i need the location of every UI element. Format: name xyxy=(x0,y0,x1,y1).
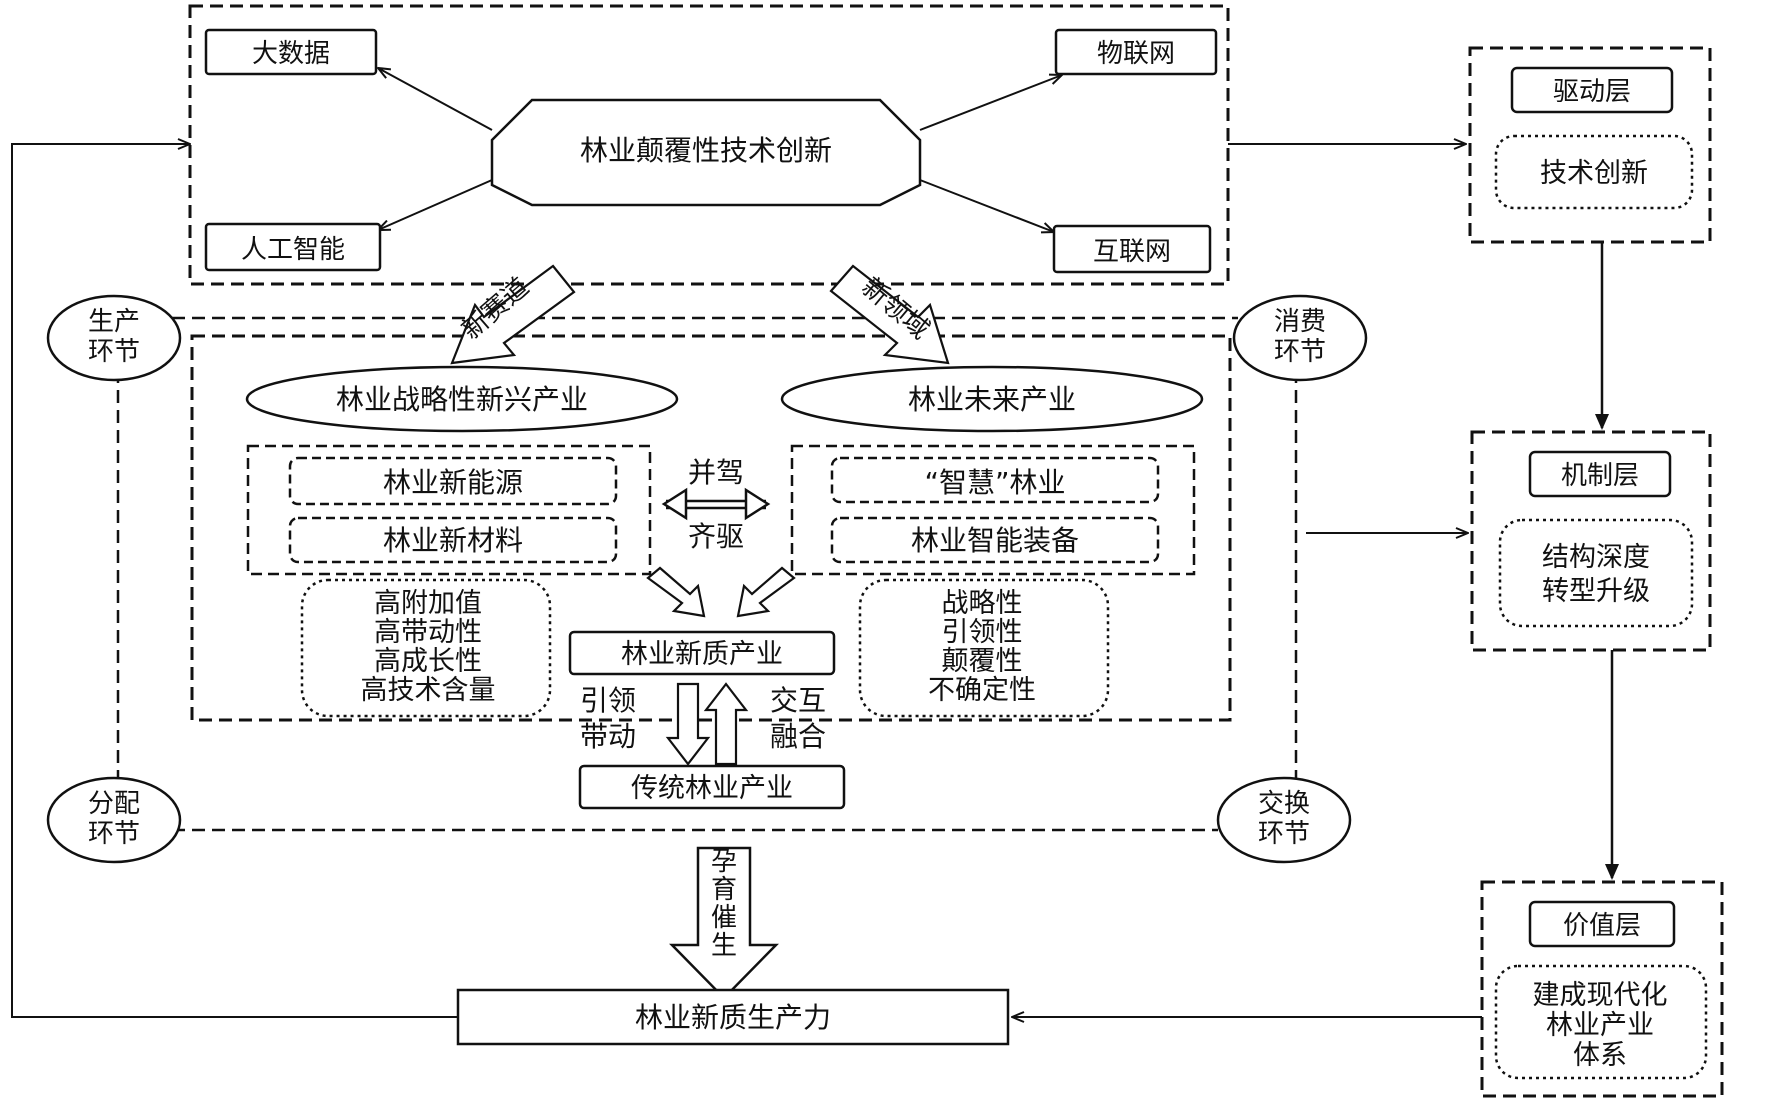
exchange-stage-circle xyxy=(1216,776,1352,864)
future-trait: 颠覆性 xyxy=(942,646,1023,677)
lead-label-a: 引领 xyxy=(580,684,636,717)
strategic-item-box xyxy=(288,456,618,506)
consumption-stage-circle xyxy=(1232,294,1368,382)
strategic-item: 林业新材料 xyxy=(383,524,523,557)
new-track-arrow xyxy=(450,264,576,365)
interact-up-arrow xyxy=(703,682,749,766)
converge-arrow-right xyxy=(736,566,796,618)
future-trait: 不确定性 xyxy=(928,675,1036,706)
incubate-char: 生 xyxy=(711,931,737,961)
value-layer-box xyxy=(1480,880,1724,1098)
driver-layer-title-box xyxy=(1510,66,1674,114)
driver-layer-title: 驱动层 xyxy=(1553,77,1631,107)
future-traits-box xyxy=(858,578,1110,718)
driver-layer-box xyxy=(1468,46,1712,244)
strategic-industry-title: 林业战略性新兴产业 xyxy=(336,383,588,416)
distribution-stage-line: 环节 xyxy=(88,819,140,849)
new-field-arrow xyxy=(829,264,950,365)
future-item-box xyxy=(830,516,1160,564)
future-item: “智慧”林业 xyxy=(924,466,1065,499)
strategic-trait: 高技术含量 xyxy=(361,675,496,706)
strategic-trait: 高带动性 xyxy=(374,617,482,648)
value-layer-line: 建成现代化 xyxy=(1533,980,1668,1011)
production-stage-line: 生产 xyxy=(88,307,140,337)
industry-region xyxy=(190,334,1232,722)
future-items-box xyxy=(790,444,1196,576)
strategic-items-box xyxy=(246,444,652,576)
converge-arrow-left xyxy=(646,566,706,618)
strategic-item: 林业新能源 xyxy=(383,466,523,499)
incubate-arrow xyxy=(669,846,779,1000)
productivity-box xyxy=(456,988,1010,1046)
mechanism-layer-line: 转型升级 xyxy=(1542,576,1650,607)
strategic-industry-ellipse xyxy=(245,365,679,433)
incubate-char: 育 xyxy=(711,875,737,905)
mechanism-layer-line: 结构深度 xyxy=(1542,542,1650,573)
exchange-stage-line: 交换 xyxy=(1258,789,1310,819)
future-item-box xyxy=(830,456,1160,504)
arrow-to-internet xyxy=(919,179,1054,232)
value-layer-line: 林业产业 xyxy=(1546,1010,1654,1041)
mechanism-layer-box xyxy=(1470,430,1712,652)
tech-box-big-data xyxy=(204,28,378,76)
lead-label-b: 带动 xyxy=(580,720,636,753)
future-industry-title: 林业未来产业 xyxy=(908,383,1076,416)
production-stage-line: 环节 xyxy=(88,337,140,367)
parallel-label-top: 并驾 xyxy=(688,456,744,489)
arrow-to-iot xyxy=(919,75,1062,131)
mechanism-layer-title: 机制层 xyxy=(1561,461,1639,491)
production-stage-circle xyxy=(46,294,182,382)
tech-box-iot xyxy=(1054,28,1218,76)
arrow-to-big-data xyxy=(378,68,493,131)
value-layer-title: 价值层 xyxy=(1563,911,1641,941)
tech-internet: 互联网 xyxy=(1093,237,1171,267)
interact-label-b: 融合 xyxy=(770,720,826,753)
value-layer-title-box xyxy=(1528,900,1676,948)
tech-box-ai xyxy=(204,222,382,272)
core-innovation-octagon xyxy=(490,98,922,207)
driver-layer-content-box xyxy=(1494,134,1694,210)
new-quality-industry-box xyxy=(568,630,836,676)
strategic-trait: 高成长性 xyxy=(374,646,482,677)
tech-big-data: 大数据 xyxy=(252,39,330,69)
tech-box-internet xyxy=(1052,224,1212,274)
new-quality-industry: 林业新质产业 xyxy=(621,639,783,670)
feedback-loop-arrow xyxy=(11,144,458,1018)
strategic-trait: 高附加值 xyxy=(374,588,482,619)
traditional-industry-box xyxy=(578,764,846,810)
tech-iot: 物联网 xyxy=(1097,39,1175,69)
driver-layer-line: 技术创新 xyxy=(1540,158,1648,189)
future-trait: 引领性 xyxy=(942,617,1023,648)
value-layer-line: 体系 xyxy=(1573,1040,1627,1071)
value-layer-content-box xyxy=(1494,964,1708,1080)
productivity: 林业新质生产力 xyxy=(635,1001,831,1034)
future-industry-ellipse xyxy=(780,365,1204,433)
strategic-traits-box xyxy=(300,578,552,718)
parallel-arrow-head-right xyxy=(744,487,771,521)
mechanism-layer-content-box xyxy=(1498,518,1694,628)
parallel-label-bottom: 齐驱 xyxy=(688,520,744,553)
strategic-item-box xyxy=(288,516,618,564)
consumption-stage-line: 消费 xyxy=(1274,307,1326,337)
incubate-char: 孕 xyxy=(711,847,737,877)
arrow-to-ai xyxy=(378,179,493,230)
incubate-char: 催 xyxy=(711,903,737,933)
tech-ai: 人工智能 xyxy=(241,235,345,265)
lead-down-arrow xyxy=(665,682,711,766)
exchange-stage-line: 环节 xyxy=(1258,819,1310,849)
distribution-stage-circle xyxy=(46,776,182,864)
future-trait: 战略性 xyxy=(942,588,1023,619)
core-innovation-label: 林业颠覆性技术创新 xyxy=(580,134,832,167)
parallel-arrow-head-left xyxy=(661,487,688,521)
future-item: 林业智能装备 xyxy=(911,524,1079,557)
mechanism-layer-title-box xyxy=(1528,450,1672,498)
consumption-stage-line: 环节 xyxy=(1274,337,1326,367)
distribution-stage-line: 分配 xyxy=(88,789,140,819)
traditional-industry: 传统林业产业 xyxy=(631,773,793,804)
interact-label-a: 交互 xyxy=(770,684,826,717)
